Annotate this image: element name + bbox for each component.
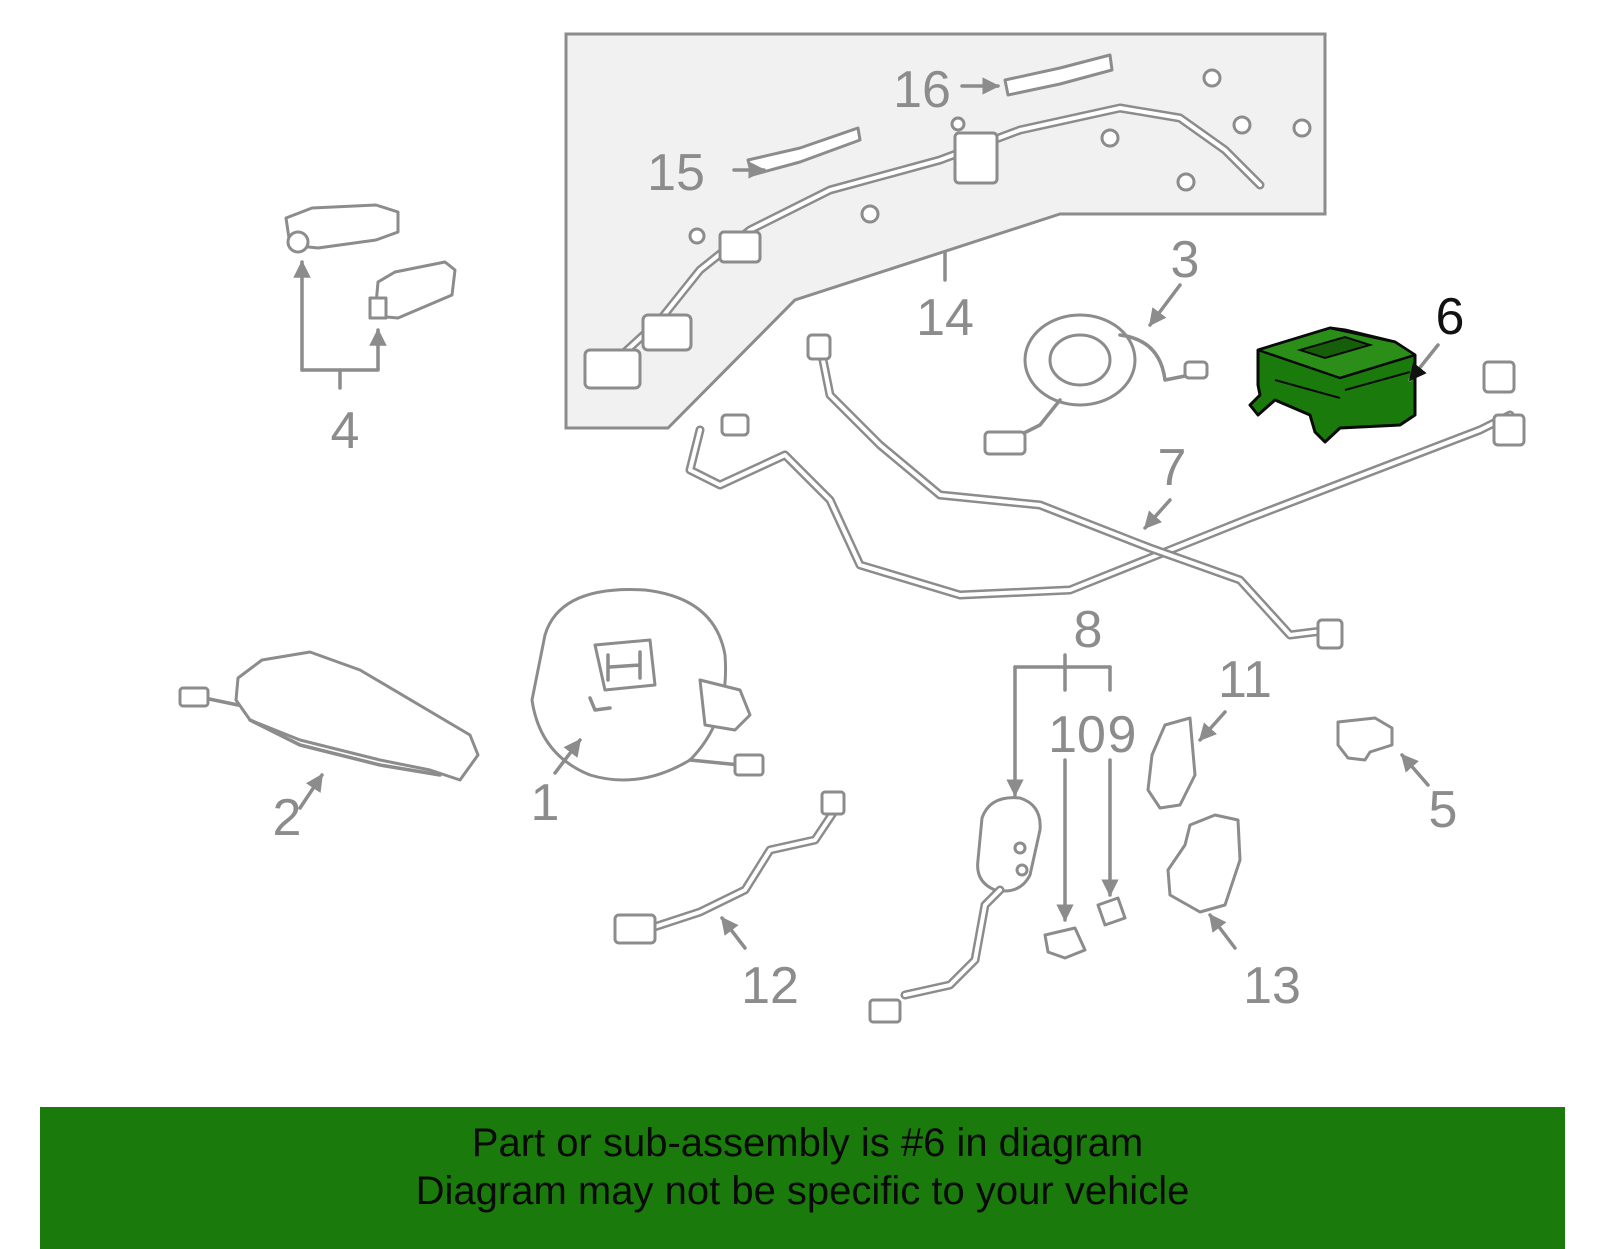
cable-reel	[983, 313, 1209, 456]
callout-4: 4	[331, 402, 360, 460]
banner-disclaimer: Diagram may not be specific to your vehi…	[415, 1169, 1190, 1213]
srs-harness	[685, 333, 1526, 650]
callout-10: 10	[1048, 706, 1106, 764]
banner-part-note: Part or sub-assembly is #6 in diagram	[471, 1121, 1144, 1165]
passenger-airbag	[178, 650, 480, 810]
side-impact-sensors	[284, 203, 457, 390]
part-13	[1166, 813, 1242, 950]
part-11	[1146, 710, 1227, 810]
info-banner: Part or sub-assembly is #6 in diagram Di…	[40, 1107, 1565, 1249]
callout-2: 2	[273, 789, 302, 847]
callout-6: 6	[1436, 288, 1465, 346]
callout-13: 13	[1243, 957, 1301, 1015]
callout-8: 8	[1074, 601, 1103, 659]
srs-control-unit	[1248, 326, 1417, 444]
callout-16: 16	[893, 61, 951, 119]
curtain-airbag-panel	[564, 32, 1327, 430]
callout-14: 14	[916, 289, 974, 347]
leader-lines	[732, 77, 1440, 382]
callout-7: 7	[1158, 439, 1187, 497]
callout-11: 11	[1218, 651, 1272, 709]
callout-1: 1	[531, 774, 560, 832]
callout-12: 12	[741, 957, 799, 1015]
callout-3: 3	[1171, 231, 1200, 289]
callout-5: 5	[1429, 781, 1458, 839]
driver-airbag	[530, 588, 765, 782]
callout-9: 9	[1108, 706, 1137, 764]
part-5	[1336, 716, 1430, 787]
seat-sensor-group	[868, 653, 1127, 1024]
sensor-harness	[613, 790, 846, 950]
callout-15: 15	[647, 144, 705, 202]
